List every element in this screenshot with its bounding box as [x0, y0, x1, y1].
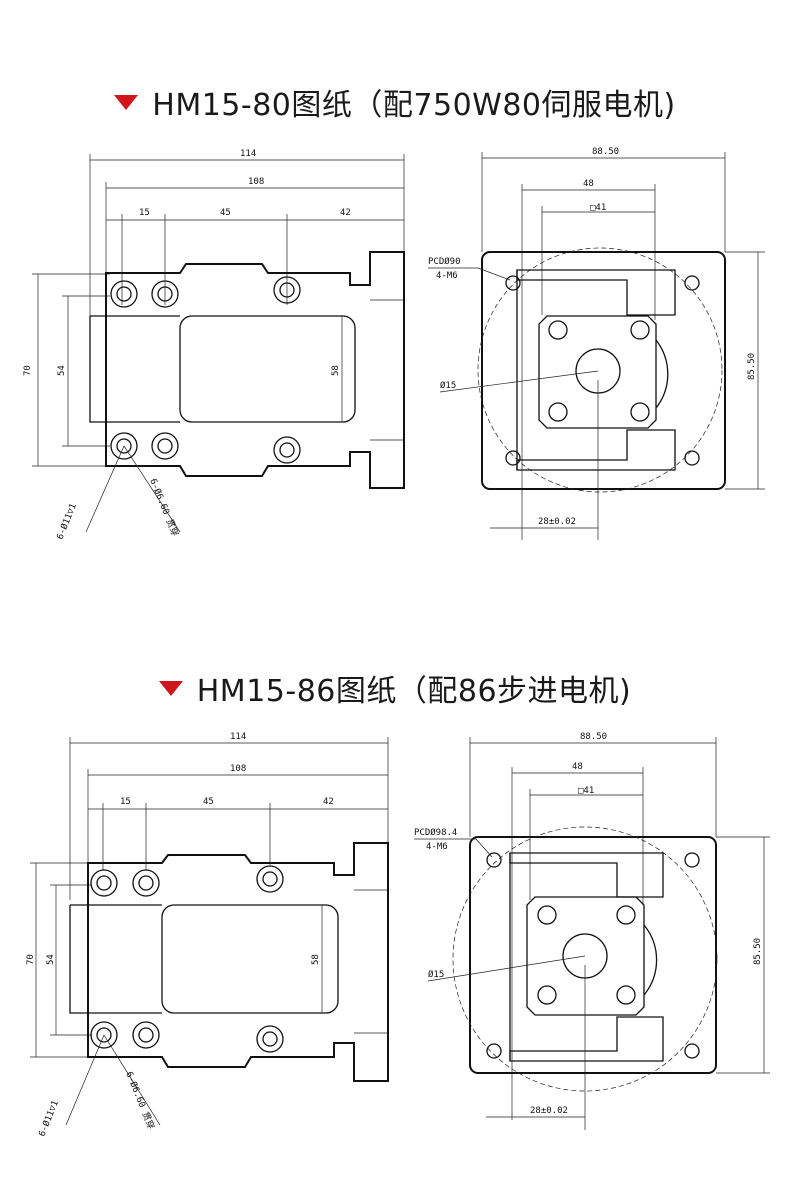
side-view-2: 114 108 15 45 42 70 54 58	[26, 732, 389, 1138]
dim-inner-height: 54	[57, 365, 67, 376]
note-counterbore: 6-Ø11▽1	[37, 1099, 61, 1138]
note-through: 6-Ø6.60 贯穿	[147, 477, 181, 538]
dim-hole-c: 42	[340, 208, 351, 218]
front-view-2: 88.50 48 □41 85.50 PCDØ98.4 4-M6 Ø15 28±…	[414, 732, 770, 1130]
dim-height-front: 85.50	[753, 938, 763, 965]
section-title-2: HM15-86图纸（配86步进电机)	[0, 666, 790, 710]
dim-48: 48	[572, 762, 583, 772]
note-through: 6-Ø6.60 贯穿	[123, 1070, 157, 1131]
note-thread: 4-M6	[436, 271, 458, 281]
dim-square: □41	[590, 203, 606, 213]
side-view-1: 114 108 15 45 42 70 54 58	[23, 149, 405, 541]
dim-body-length: 108	[230, 764, 246, 774]
triangle-marker-icon	[158, 681, 183, 696]
drawing-hm15-86: 114 108 15 45 42 70 54 58	[26, 732, 770, 1138]
dim-hole-b: 45	[203, 797, 214, 807]
note-thread: 4-M6	[426, 842, 448, 852]
dim-height: 70	[26, 954, 36, 965]
triangle-marker-icon	[114, 95, 139, 110]
dim-48: 48	[583, 179, 594, 189]
note-pcd: PCDØ90	[428, 256, 461, 267]
dim-hole-b: 45	[220, 208, 231, 218]
front-view-1: 88.50 48 □41 85.50 PCDØ90 4-M6 Ø	[428, 147, 765, 540]
dim-width: 88.50	[580, 732, 607, 742]
bolt-holes-bottom	[110, 432, 301, 464]
dim-bottom: 28±0.02	[530, 1106, 568, 1116]
dim-hole-c: 42	[323, 797, 334, 807]
dim-overall-length: 114	[240, 149, 256, 159]
section-title-text: HM15-80图纸（配750W80伺服电机)	[152, 88, 676, 123]
dim-hole-a: 15	[120, 797, 131, 807]
dim-height: 70	[23, 365, 33, 376]
dim-overall-length: 114	[230, 732, 246, 742]
note-pcd: PCDØ98.4	[414, 827, 457, 838]
bolt-holes-top	[90, 865, 284, 897]
dim-body-length: 108	[248, 177, 264, 187]
dim-hole-a: 15	[139, 208, 150, 218]
dim-square: □41	[578, 786, 594, 796]
note-bore: Ø15	[428, 969, 444, 980]
note-bore: Ø15	[440, 380, 456, 391]
drawing-hm15-80: 114 108 15 45 42 70 54 58	[23, 147, 765, 541]
note-counterbore: 6-Ø11▽1	[55, 502, 79, 541]
dim-slot: 58	[331, 365, 341, 376]
section-title-1: HM15-80图纸（配750W80伺服电机)	[0, 80, 790, 124]
dim-inner-height: 54	[46, 954, 56, 965]
section-title-text: HM15-86图纸（配86步进电机)	[196, 674, 632, 709]
dim-slot: 58	[311, 954, 321, 965]
bolt-holes-top	[110, 276, 301, 308]
dim-width: 88.50	[592, 147, 619, 157]
bolt-holes-bottom	[90, 1021, 284, 1053]
dim-bottom: 28±0.02	[538, 517, 576, 527]
dim-height-front: 85.50	[747, 353, 757, 380]
